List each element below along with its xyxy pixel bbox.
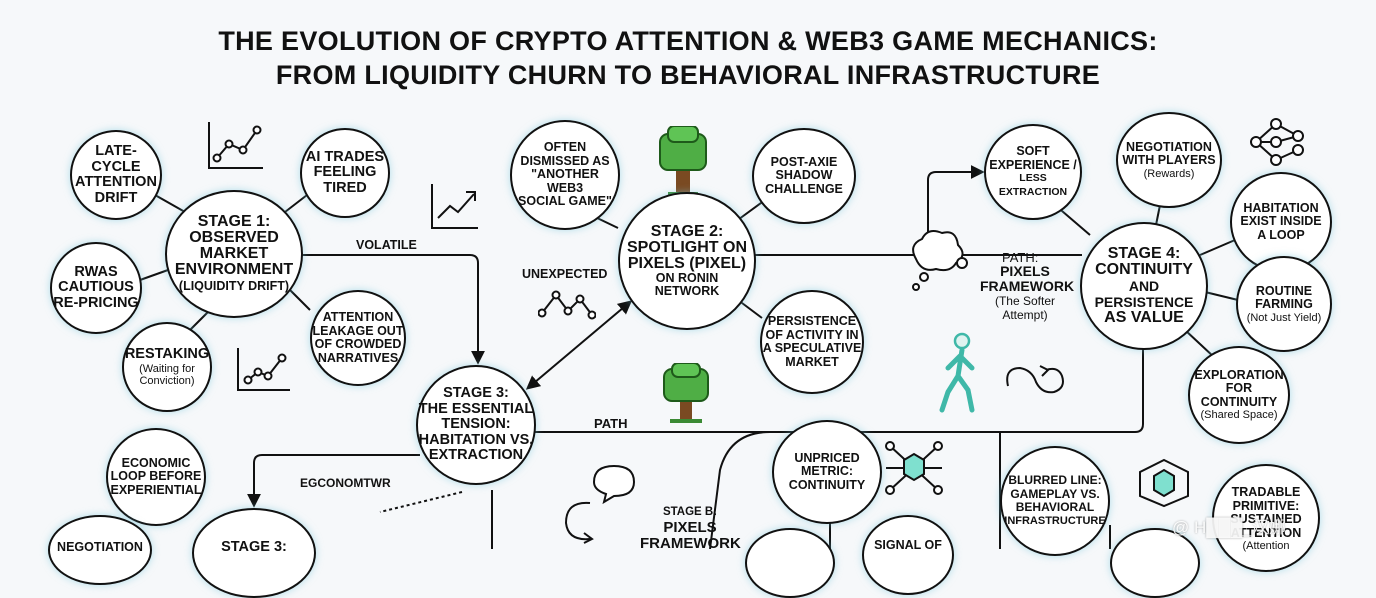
watermark: @ H███_汉娜 xyxy=(1172,518,1286,537)
network-tree-icon xyxy=(1250,118,1304,166)
title-line-1: THE EVOLUTION OF CRYPTO ATTENTION & WEB3… xyxy=(218,26,1158,56)
title-line-2: FROM LIQUIDITY CHURN TO BEHAVIORAL INFRA… xyxy=(275,60,1101,90)
chat-bubble-icon xyxy=(592,464,636,504)
economtwr-label: EGCONOMTWR xyxy=(300,476,391,490)
hub-cube-icon xyxy=(885,441,943,495)
path-label-mid: PATH xyxy=(594,416,628,431)
infinity-loop-icon xyxy=(1006,365,1064,394)
pixels-framework-label: PIXELS FRAMEWORK (The Softer Attempt) xyxy=(980,263,1075,323)
volatile-label: VOLATILE xyxy=(356,238,417,252)
line-chart-icon xyxy=(208,122,263,169)
volatility-line-icon xyxy=(538,290,596,320)
unexpected-label: UNEXPECTED xyxy=(522,267,608,281)
stage-b-label: STAGE B: PIXELS FRAMEWORK xyxy=(640,506,741,552)
negotiation-bottom-node: NEGOTIATION xyxy=(48,515,152,585)
rwas-node: RWAsCAUTIOUSRE-PRICING xyxy=(50,242,142,334)
bottom-circle-node xyxy=(745,528,835,598)
pixel-tree-icon xyxy=(659,126,707,196)
trend-up-icon xyxy=(431,184,478,229)
path-label-right: PATH: xyxy=(1002,250,1039,265)
walking-person-icon xyxy=(939,332,975,413)
signal-of-node: SIGNAL OF xyxy=(862,515,954,595)
stage3-bottom-node: STAGE 3: xyxy=(192,508,316,598)
thought-bubble-icon xyxy=(912,230,968,291)
scatter-chart-icon xyxy=(237,348,290,391)
bottom-circle-node-2 xyxy=(1110,528,1200,598)
cube-network-icon xyxy=(1139,458,1189,508)
pixel-tree-small-icon xyxy=(663,363,709,423)
circular-arrow-icon xyxy=(564,501,594,544)
